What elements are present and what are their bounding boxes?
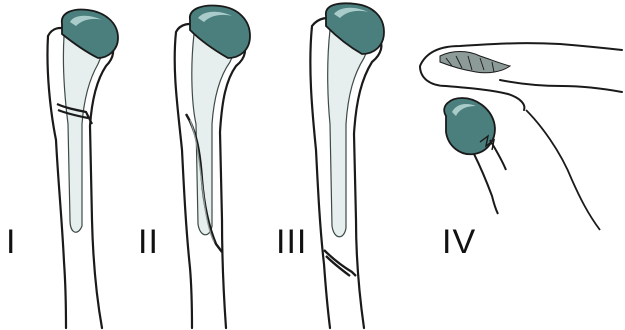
medullary-canal — [63, 36, 104, 232]
type-label-4: IV — [442, 225, 476, 259]
medullary-canal — [192, 34, 236, 235]
fracture-line — [324, 250, 356, 276]
humerus-type-3 — [310, 3, 384, 328]
medullary-canal — [328, 30, 370, 237]
humerus-type-1 — [47, 10, 118, 328]
shoulder-dislocation-type-4 — [420, 43, 622, 230]
acromion-shading — [440, 52, 510, 73]
humerus-type-2 — [175, 6, 250, 328]
type-label-1: I — [6, 225, 16, 259]
glenoid-edge — [526, 110, 600, 230]
type-label-2: II — [138, 225, 159, 259]
type-label-3: III — [276, 225, 307, 259]
